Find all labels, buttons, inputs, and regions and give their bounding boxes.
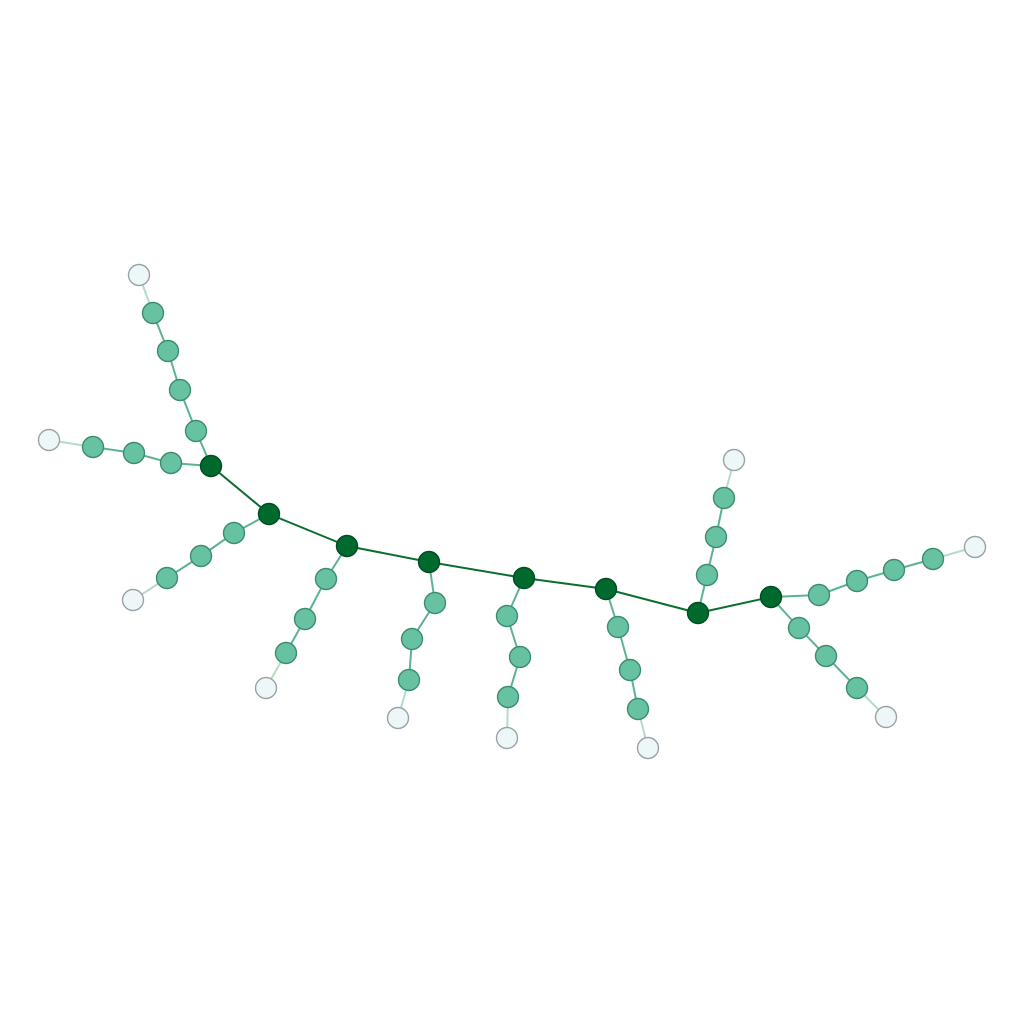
backbone-edge <box>346 545 430 563</box>
branch-node <box>882 558 906 582</box>
leaf-node <box>127 263 151 287</box>
branch-node <box>712 486 736 510</box>
backbone-edge <box>210 465 270 515</box>
branch-node <box>921 547 945 571</box>
branch-node <box>141 301 165 325</box>
backbone-node <box>199 454 223 478</box>
branch-node <box>618 658 642 682</box>
leaf-node <box>386 706 410 730</box>
branch-node <box>626 697 650 721</box>
leaf-node <box>722 448 746 472</box>
branch-node <box>397 668 421 692</box>
backbone-edge <box>428 561 525 579</box>
branch-node <box>222 521 246 545</box>
branch-node <box>695 563 719 587</box>
leaf-node <box>874 705 898 729</box>
branch-node <box>845 569 869 593</box>
branch-node <box>787 616 811 640</box>
backbone-node <box>257 502 281 526</box>
leaf-node <box>254 676 278 700</box>
branch-node <box>156 339 180 363</box>
leaf-node <box>636 736 660 760</box>
backbone-node <box>594 577 618 601</box>
branch-node <box>81 435 105 459</box>
backbone-node <box>686 601 710 625</box>
backbone-edge <box>268 513 348 547</box>
leaf-node <box>121 588 145 612</box>
leaf-node <box>495 726 519 750</box>
branch-node <box>159 451 183 475</box>
branch-node <box>495 604 519 628</box>
leaf-node <box>37 428 61 452</box>
backbone-edge <box>605 588 699 614</box>
branch-node <box>814 644 838 668</box>
branch-node <box>496 685 520 709</box>
branch-node <box>274 641 298 665</box>
branch-node <box>189 544 213 568</box>
backbone-node <box>417 550 441 574</box>
branch-node <box>400 627 424 651</box>
backbone-node <box>335 534 359 558</box>
branch-node <box>508 645 532 669</box>
backbone-edge <box>523 577 607 590</box>
backbone-node <box>512 566 536 590</box>
branch-node <box>423 591 447 615</box>
leaf-node <box>963 535 987 559</box>
branch-node <box>293 607 317 631</box>
branch-node <box>168 378 192 402</box>
backbone-edge <box>697 596 772 614</box>
branch-node <box>314 567 338 591</box>
nodes-layer <box>37 263 987 760</box>
branch-node <box>155 566 179 590</box>
branch-node <box>807 583 831 607</box>
branch-node <box>122 441 146 465</box>
branch-node <box>184 419 208 443</box>
branch-node <box>704 525 728 549</box>
branch-node <box>606 615 630 639</box>
branch-node <box>845 676 869 700</box>
edges-layer <box>48 274 976 749</box>
backbone-node <box>759 585 783 609</box>
